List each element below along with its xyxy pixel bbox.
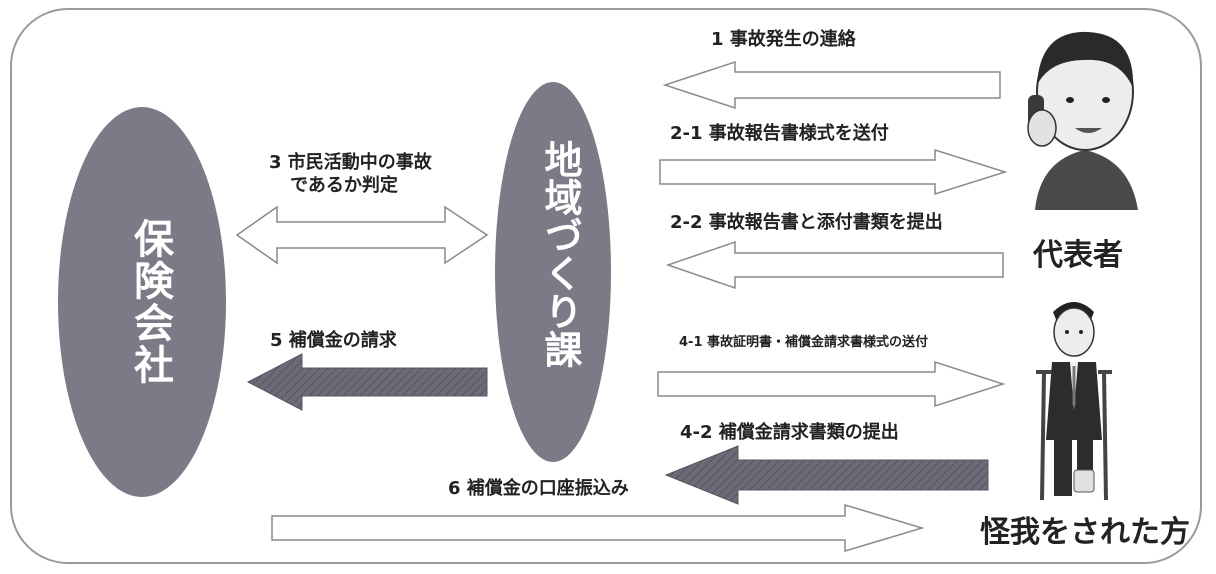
step-4-2-label: 4-2 補償金請求書類の提出 bbox=[680, 422, 899, 443]
diagram-frame bbox=[10, 8, 1202, 564]
arrow-step-6 bbox=[271, 503, 925, 553]
step-4-1-label: 4-1 事故証明書・補償金請求書様式の送付 bbox=[679, 335, 929, 350]
arrow-step-2-2 bbox=[665, 240, 1004, 290]
step-6-label: 6 補償金の口座振込み bbox=[448, 478, 629, 499]
insurance-company-oval bbox=[58, 107, 226, 497]
step-3-label-line1: 3 市民活動中の事故 bbox=[269, 152, 432, 173]
arrow-step-2-1 bbox=[659, 148, 1008, 196]
insurance-company-label: 保険会社 bbox=[127, 218, 173, 386]
representative-label: 代表者 bbox=[1033, 238, 1123, 273]
injured-person-label: 怪我をされた方 bbox=[980, 515, 1190, 550]
arrow-step-4-2 bbox=[664, 445, 989, 505]
step-1-label: 1 事故発生の連絡 bbox=[711, 29, 856, 50]
step-5-label: 5 補償金の請求 bbox=[270, 330, 397, 351]
arrow-step-3 bbox=[235, 205, 489, 265]
arrow-step-5 bbox=[246, 353, 488, 411]
step-2-1-label: 2-1 事故報告書様式を送付 bbox=[670, 123, 889, 144]
person-phone-icon bbox=[1027, 31, 1138, 210]
department-label: 地域づくり課 bbox=[538, 140, 582, 368]
arrow-step-4-1 bbox=[657, 360, 1006, 408]
step-2-2-label: 2-2 事故報告書と添付書類を提出 bbox=[670, 212, 943, 233]
step-3-label-line2: であるか判定 bbox=[290, 175, 398, 196]
arrow-step-1 bbox=[662, 60, 1001, 110]
department-oval bbox=[495, 82, 611, 462]
person-crutches-icon bbox=[1036, 302, 1112, 501]
